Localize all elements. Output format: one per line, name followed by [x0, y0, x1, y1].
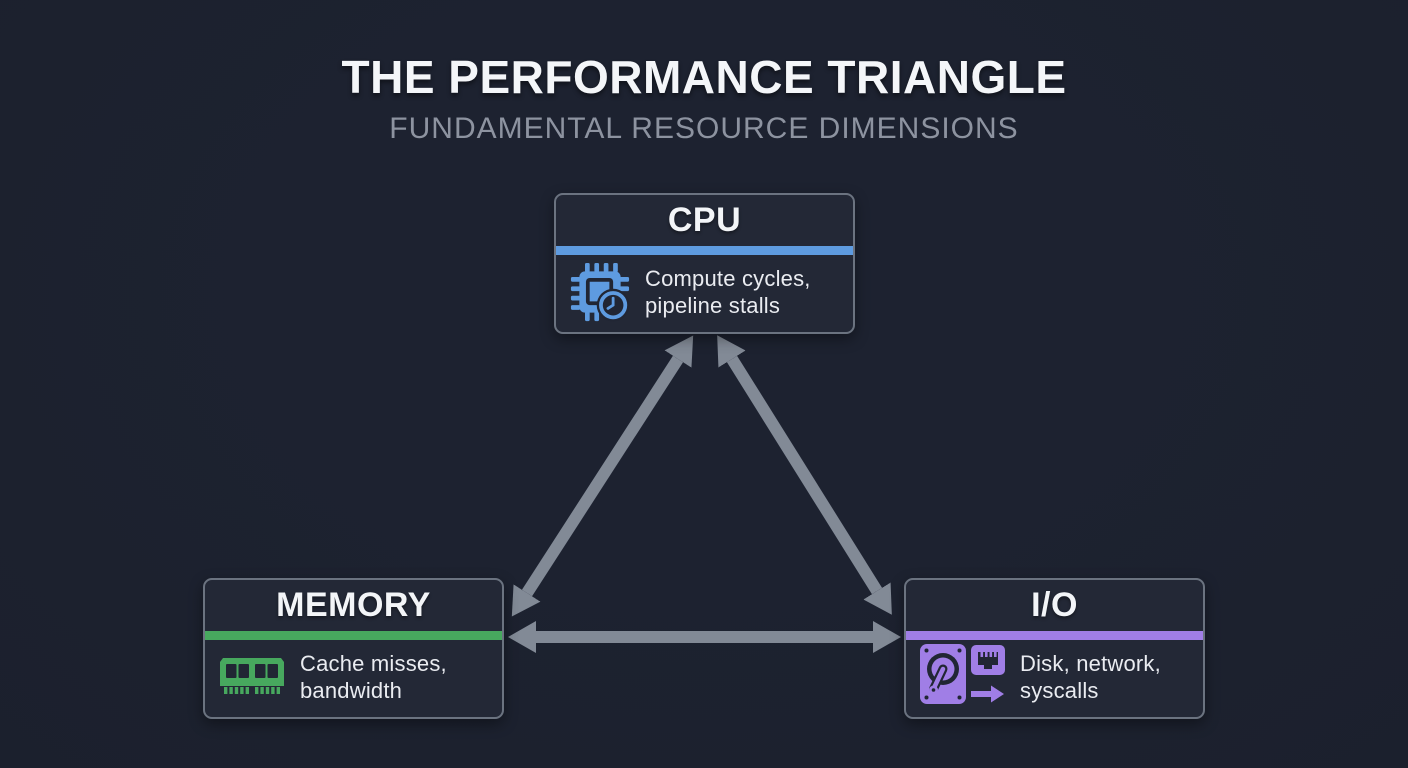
cpu-node: CPU — [554, 193, 855, 334]
cpu-accent-bar — [556, 246, 853, 255]
memory-accent-bar — [205, 631, 502, 640]
cpu-node-title: CPU — [667, 201, 742, 239]
io-icon-cluster — [920, 644, 1005, 709]
hard-disk-icon — [920, 644, 966, 709]
page-subtitle: FUNDAMENTAL RESOURCE DIMENSIONS — [389, 112, 1019, 145]
io-node-title: I/O — [1031, 586, 1078, 624]
edge-cpu-io — [717, 335, 892, 615]
memory-node-title: MEMORY — [276, 586, 431, 624]
io-accent-bar — [906, 631, 1203, 640]
io-node-description: Disk, network, syscalls — [1020, 650, 1161, 703]
cpu-chip-clock-icon — [570, 262, 630, 322]
arrow-right-icon — [971, 684, 1005, 709]
edge-cpu-memory — [511, 335, 694, 617]
ram-stick-icon — [219, 655, 285, 699]
ethernet-port-icon — [971, 644, 1005, 680]
cpu-node-description: Compute cycles, pipeline stalls — [645, 265, 811, 318]
io-node: I/O — [904, 578, 1205, 719]
page-title: THE PERFORMANCE TRIANGLE — [341, 51, 1067, 103]
memory-node-description: Cache misses, bandwidth — [300, 650, 447, 703]
memory-node: MEMORY — [203, 578, 504, 719]
